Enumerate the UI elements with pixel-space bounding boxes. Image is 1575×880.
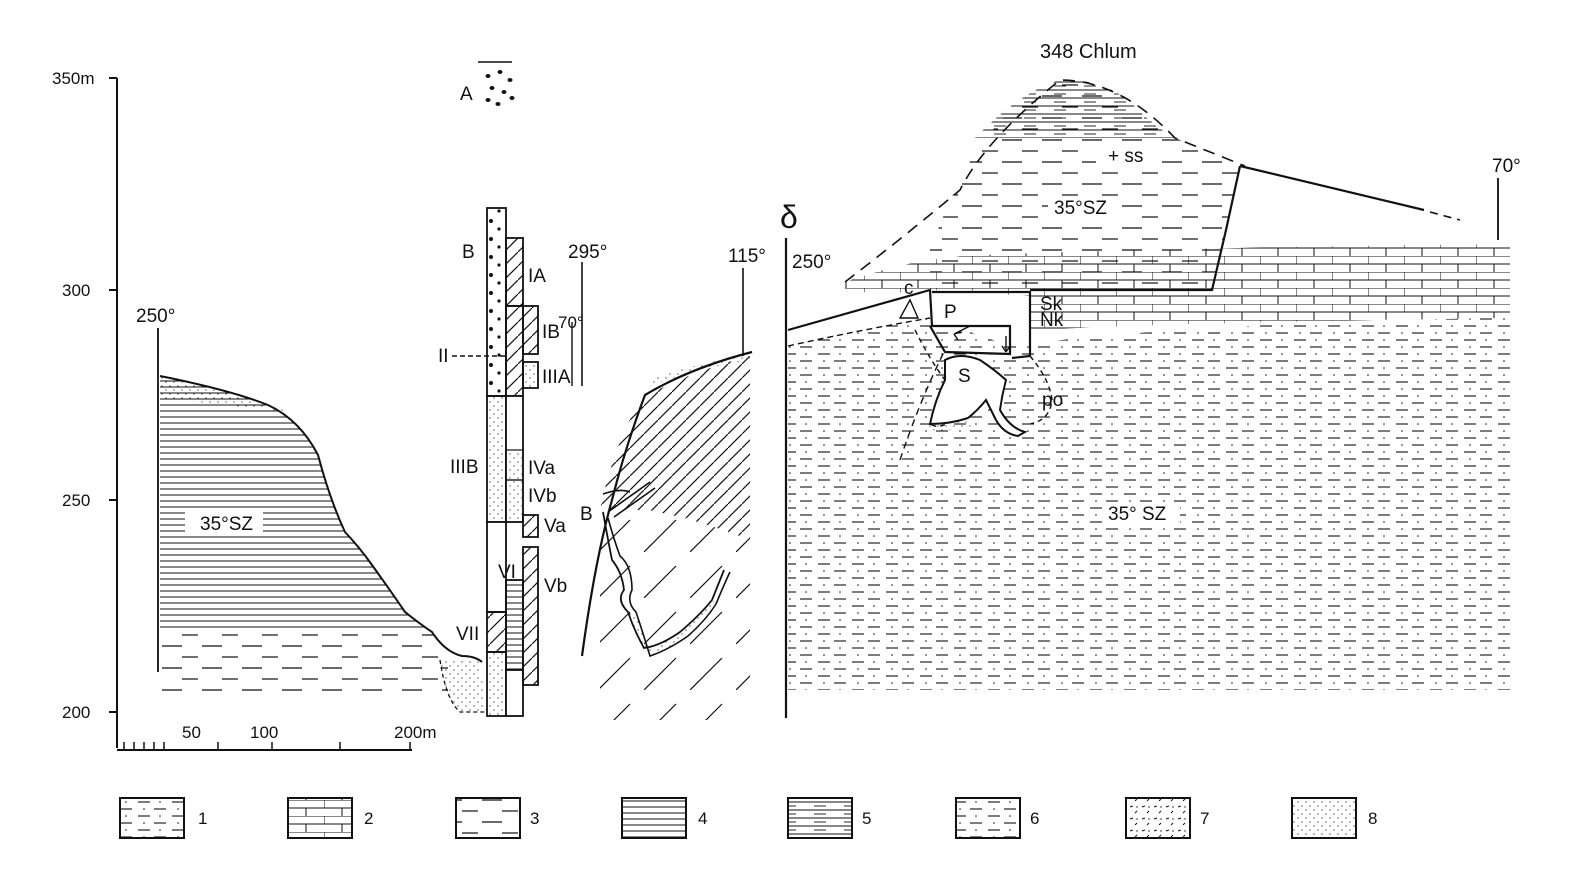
legend-swatch-6	[955, 797, 1021, 839]
legend-swatch-4	[621, 797, 687, 839]
column-left-base	[486, 651, 507, 717]
column-left-vii	[486, 611, 507, 653]
column-right-ia	[505, 237, 524, 307]
middle-section: 115° B	[580, 246, 766, 720]
right-cave-floor	[928, 418, 972, 431]
right-dip-upper: 35°SZ	[1054, 198, 1107, 219]
axis-tick-250: 250	[62, 491, 90, 510]
middle-cave-sediment	[628, 600, 716, 656]
stratigraphic-column: A B II IIIB VII IA IB II	[438, 61, 607, 717]
column-third-vb	[522, 546, 539, 686]
scale-tick-50: 50	[182, 723, 201, 742]
right-label-p: P	[944, 302, 957, 323]
axis-tick-300: 300	[62, 281, 90, 300]
legend-label-1: 1	[198, 809, 207, 828]
valley-alluvium	[440, 658, 486, 712]
column-label-iiia: IIIA	[542, 367, 571, 388]
column-label-ib: IB	[542, 322, 560, 343]
column-third-ib	[522, 305, 539, 355]
column-left-iiib	[486, 395, 507, 523]
column-label-vii: VII	[456, 624, 479, 645]
axis-tick-200: 200	[62, 703, 90, 722]
dip-upper-bg	[1048, 196, 1118, 220]
right-dip-lower: 35° SZ	[1108, 504, 1167, 525]
legend-label-5: 5	[862, 809, 871, 828]
horizontal-scale-bar: 50 100 200m	[117, 723, 437, 751]
right-bearing-right: 70°	[1492, 156, 1521, 177]
legend-label-6: 6	[1030, 809, 1039, 828]
legend-swatch-7	[1125, 797, 1191, 839]
left-dip-bg	[185, 512, 263, 532]
right-label-s: S	[958, 366, 971, 387]
column-label-vb: Vb	[544, 576, 567, 597]
column-right-iva	[505, 449, 524, 481]
scale-tick-100: 100	[250, 723, 278, 742]
left-bearing-label: 250°	[136, 306, 175, 327]
column-label-iiib: IIIB	[450, 457, 479, 478]
right-label-sk: Sk	[1040, 294, 1063, 315]
right-symbol: δ	[780, 199, 798, 235]
column-label-ia: IA	[528, 266, 546, 287]
left-section: 250° 35°SZ	[136, 306, 486, 713]
column-sub-bearing: 295°	[568, 242, 607, 263]
middle-bearing-label: 115°	[728, 246, 766, 267]
legend-swatch-2	[287, 797, 353, 839]
column-right-ii	[505, 305, 524, 397]
peak-label: 348 Chlum	[1040, 41, 1137, 63]
column-third-iiia	[522, 361, 539, 389]
scale-tick-200m: 200m	[394, 723, 437, 742]
legend-label-7: 7	[1200, 809, 1209, 828]
column-label-va: Va	[544, 516, 566, 537]
left-shale-body	[160, 376, 430, 630]
column-right-vi	[505, 579, 524, 671]
middle-hatched-block	[600, 356, 750, 540]
legend-swatch-8	[1291, 797, 1357, 839]
column-label-iva: IVa	[528, 458, 556, 479]
dip-lower-bg	[1102, 502, 1180, 526]
left-lower-beds	[160, 630, 448, 700]
column-right-base	[505, 669, 524, 717]
right-label-po: po	[1042, 390, 1063, 411]
axis-tick-350: 350m	[52, 69, 95, 88]
column-label-b: B	[462, 242, 475, 263]
right-hilltop-beds	[975, 79, 1175, 138]
column-label-ii: II	[438, 346, 449, 367]
column-left-b	[486, 207, 507, 397]
left-dip-label: 35°SZ	[200, 514, 253, 535]
legend-swatch-5	[787, 797, 853, 839]
pebble-symbol	[485, 70, 515, 106]
legend-swatch-3	[455, 797, 521, 839]
right-cave-outline	[928, 355, 1028, 438]
legend: 1 2 3 4 5 6 7 8	[119, 797, 1377, 839]
legend-swatch-1	[119, 797, 185, 839]
legend-label-8: 8	[1368, 809, 1377, 828]
column-sub-angle: 70°	[558, 313, 584, 332]
right-label-c: c	[904, 278, 914, 299]
column-label-vi: VI	[498, 562, 516, 583]
right-section: δ 250° 70° + ss 35°SZ 35° SZ 348 Chlum c…	[780, 41, 1521, 718]
column-label-a: A	[460, 84, 473, 105]
legend-label-3: 3	[530, 809, 539, 828]
left-surface-cover	[160, 376, 290, 412]
right-bearing-left: 250°	[792, 252, 831, 273]
column-label-ivb: IVb	[528, 486, 557, 507]
legend-label-4: 4	[698, 809, 707, 828]
right-ss-label: + ss	[1108, 146, 1143, 167]
middle-label-b: B	[580, 504, 593, 525]
legend-label-2: 2	[364, 809, 373, 828]
vertical-axis: 350m 300 250 200	[52, 69, 118, 748]
right-label-nk: Nk	[1040, 310, 1064, 331]
column-third-va	[522, 514, 539, 538]
middle-lower-beds	[600, 510, 750, 720]
ss-label-bg	[1096, 146, 1160, 168]
column-right-ivb	[505, 479, 524, 523]
